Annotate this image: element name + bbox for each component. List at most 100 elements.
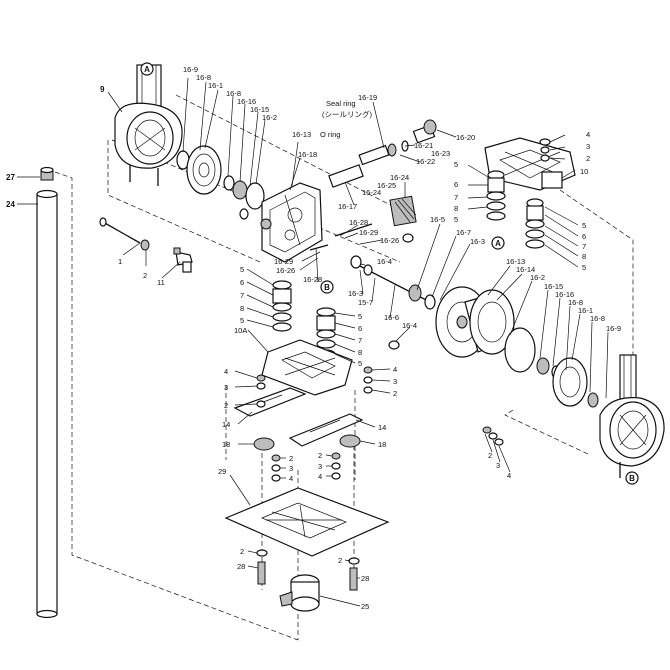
bottom-manifold-part	[261, 339, 353, 396]
label-16-13: 16-13	[292, 130, 311, 139]
label-2: 2	[240, 547, 244, 556]
label-16-24: 16-24	[390, 173, 409, 182]
label-16-24: 16-24	[362, 188, 381, 197]
suction-pipe-part	[36, 166, 58, 619]
right-diaphragm-stack	[435, 286, 599, 408]
label-16-15: 16-15	[250, 105, 269, 114]
label-16-14: 16-14	[516, 265, 535, 274]
ball-check-stacks	[272, 170, 545, 359]
label-4: 4	[224, 367, 228, 376]
label-14: 14	[378, 423, 386, 432]
label-16-4: 16-4	[377, 257, 392, 266]
label-27: 27	[6, 173, 15, 182]
label-5: 5	[582, 263, 586, 272]
label-4: 4	[318, 472, 322, 481]
label-16-8: 16-8	[568, 298, 583, 307]
label-16-13: 16-13	[506, 257, 525, 266]
svg-text:A: A	[144, 65, 150, 74]
label-7: 7	[240, 291, 244, 300]
label-3: 3	[318, 462, 322, 471]
label-18: 18	[222, 440, 230, 449]
label-16-28: 16-28	[349, 218, 368, 227]
spool-block	[394, 198, 417, 223]
top-manifold-part	[484, 137, 576, 191]
label-16-22: 16-22	[416, 157, 435, 166]
label-16-16: 16-16	[555, 290, 574, 299]
label-16-8: 16-8	[226, 89, 241, 98]
label-16-26: 16-26	[380, 236, 399, 245]
label-5: 5	[240, 265, 244, 274]
hose-fitting-part	[279, 574, 320, 612]
leader-lines	[17, 77, 609, 607]
label-16-4: 16-4	[402, 321, 417, 330]
label-16-29: 16-29	[359, 228, 378, 237]
label-16-15: 16-15	[544, 282, 563, 291]
label-5: 5	[454, 160, 458, 169]
label-25: 25	[361, 602, 369, 611]
label-10a: 10A	[234, 326, 247, 335]
label-16-3: 16-3	[348, 289, 363, 298]
svg-text:(シールリング): (シールリング)	[322, 109, 372, 119]
shaft-assembly	[350, 255, 436, 350]
label-5: 5	[358, 312, 362, 321]
label-16-29: 16-29	[274, 257, 293, 266]
label-2: 2	[393, 389, 397, 398]
label-16-16: 16-16	[237, 97, 256, 106]
label-16-1: 16-1	[578, 306, 593, 315]
bolt-and-valve-parts	[99, 217, 193, 273]
left-housing-part	[114, 64, 183, 186]
label-6: 6	[240, 278, 244, 287]
label-16-25: 16-25	[377, 181, 396, 190]
label-16-21: 16-21	[414, 141, 433, 150]
label-16-26: 16-26	[276, 266, 295, 275]
label-7: 7	[358, 336, 362, 345]
label-2: 2	[143, 271, 147, 280]
label-16-18: 16-18	[298, 150, 317, 159]
label-7: 7	[454, 193, 458, 202]
label-29: 29	[218, 467, 226, 476]
label-6: 6	[454, 180, 458, 189]
label-3: 3	[393, 377, 397, 386]
label-4: 4	[507, 471, 511, 480]
label-2: 2	[289, 454, 293, 463]
label-3: 3	[496, 461, 500, 470]
label-6: 6	[358, 324, 362, 333]
label-8: 8	[582, 252, 586, 261]
label-15-7: 15-7	[358, 298, 373, 307]
marker-a-mid: A	[491, 236, 505, 250]
label-8: 8	[358, 348, 362, 357]
label-16-1: 16-1	[208, 81, 223, 90]
left-diaphragm-stack	[176, 145, 265, 220]
marker-b-right: B	[625, 471, 639, 485]
label-4: 4	[289, 474, 293, 483]
label-3: 3	[289, 464, 293, 473]
label-6: 6	[582, 232, 586, 241]
label-16-8: 16-8	[196, 73, 211, 82]
svg-text:B: B	[324, 283, 330, 292]
label-9: 9	[100, 85, 105, 94]
label-8: 8	[240, 304, 244, 313]
svg-text:Seal ring: Seal ring	[326, 99, 356, 108]
pilot-valve-group	[309, 119, 437, 251]
label-10: 10	[580, 167, 588, 176]
label-2: 2	[338, 556, 342, 565]
label-16-3: 16-3	[470, 237, 485, 246]
label-16-6: 16-6	[384, 313, 399, 322]
label-11: 11	[157, 278, 165, 287]
center-body-part	[260, 182, 323, 263]
label-3: 3	[586, 142, 590, 151]
label-16-5: 16-5	[430, 215, 445, 224]
label-16-7: 16-7	[456, 228, 471, 237]
label-28: 28	[361, 574, 369, 583]
label-3: 3	[224, 383, 228, 392]
label-2: 2	[586, 154, 590, 163]
label-5: 5	[454, 215, 458, 224]
leg-plates	[233, 387, 364, 451]
label-5: 5	[358, 359, 362, 368]
label-5: 5	[240, 316, 244, 325]
label-16-28: 16-28	[303, 275, 322, 284]
label-16-8: 16-8	[590, 314, 605, 323]
label-4: 4	[393, 365, 397, 374]
label-2: 2	[224, 401, 228, 410]
